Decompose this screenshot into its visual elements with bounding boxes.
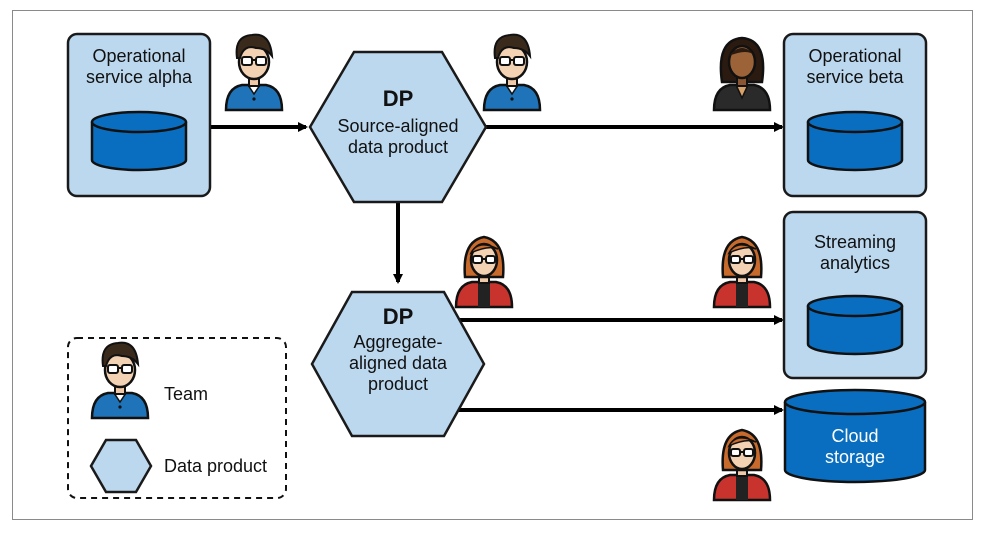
operational-service-beta-box bbox=[782, 32, 928, 198]
team-member-dark-icon bbox=[712, 36, 772, 112]
team-member-male-icon bbox=[482, 33, 542, 112]
team-member-female-icon bbox=[712, 428, 772, 502]
legend-box bbox=[67, 337, 287, 499]
database-icon bbox=[90, 110, 188, 172]
operational-service-alpha-label: Operational service alpha bbox=[85, 46, 193, 87]
database-icon bbox=[806, 110, 904, 172]
legend-hexagon-icon bbox=[89, 438, 153, 494]
cloud-storage-label: Cloud storage bbox=[824, 426, 886, 467]
legend-data-product-label: Data product bbox=[164, 456, 268, 476]
team-member-female-icon bbox=[712, 235, 772, 309]
streaming-analytics-label: Streaming analytics bbox=[813, 232, 897, 273]
cloud-storage-cylinder bbox=[783, 388, 927, 484]
operational-service-beta-label: Operational service beta bbox=[806, 46, 904, 87]
team-member-male-icon bbox=[224, 33, 284, 112]
team-member-female-icon bbox=[454, 235, 514, 309]
operational-service-alpha-box bbox=[66, 32, 212, 198]
legend-team-label: Team bbox=[164, 384, 209, 404]
aggregate-dp-label: Aggregate-aligned data product bbox=[348, 332, 448, 394]
source-dp-tag: DP bbox=[382, 86, 414, 111]
database-icon bbox=[806, 294, 904, 356]
source-aligned-dp-hexagon bbox=[308, 50, 488, 204]
aggregate-aligned-dp-hexagon bbox=[310, 290, 486, 438]
source-dp-label: Source-aligned data product bbox=[337, 116, 459, 157]
aggregate-dp-tag: DP bbox=[382, 304, 414, 329]
streaming-analytics-box bbox=[782, 210, 928, 380]
